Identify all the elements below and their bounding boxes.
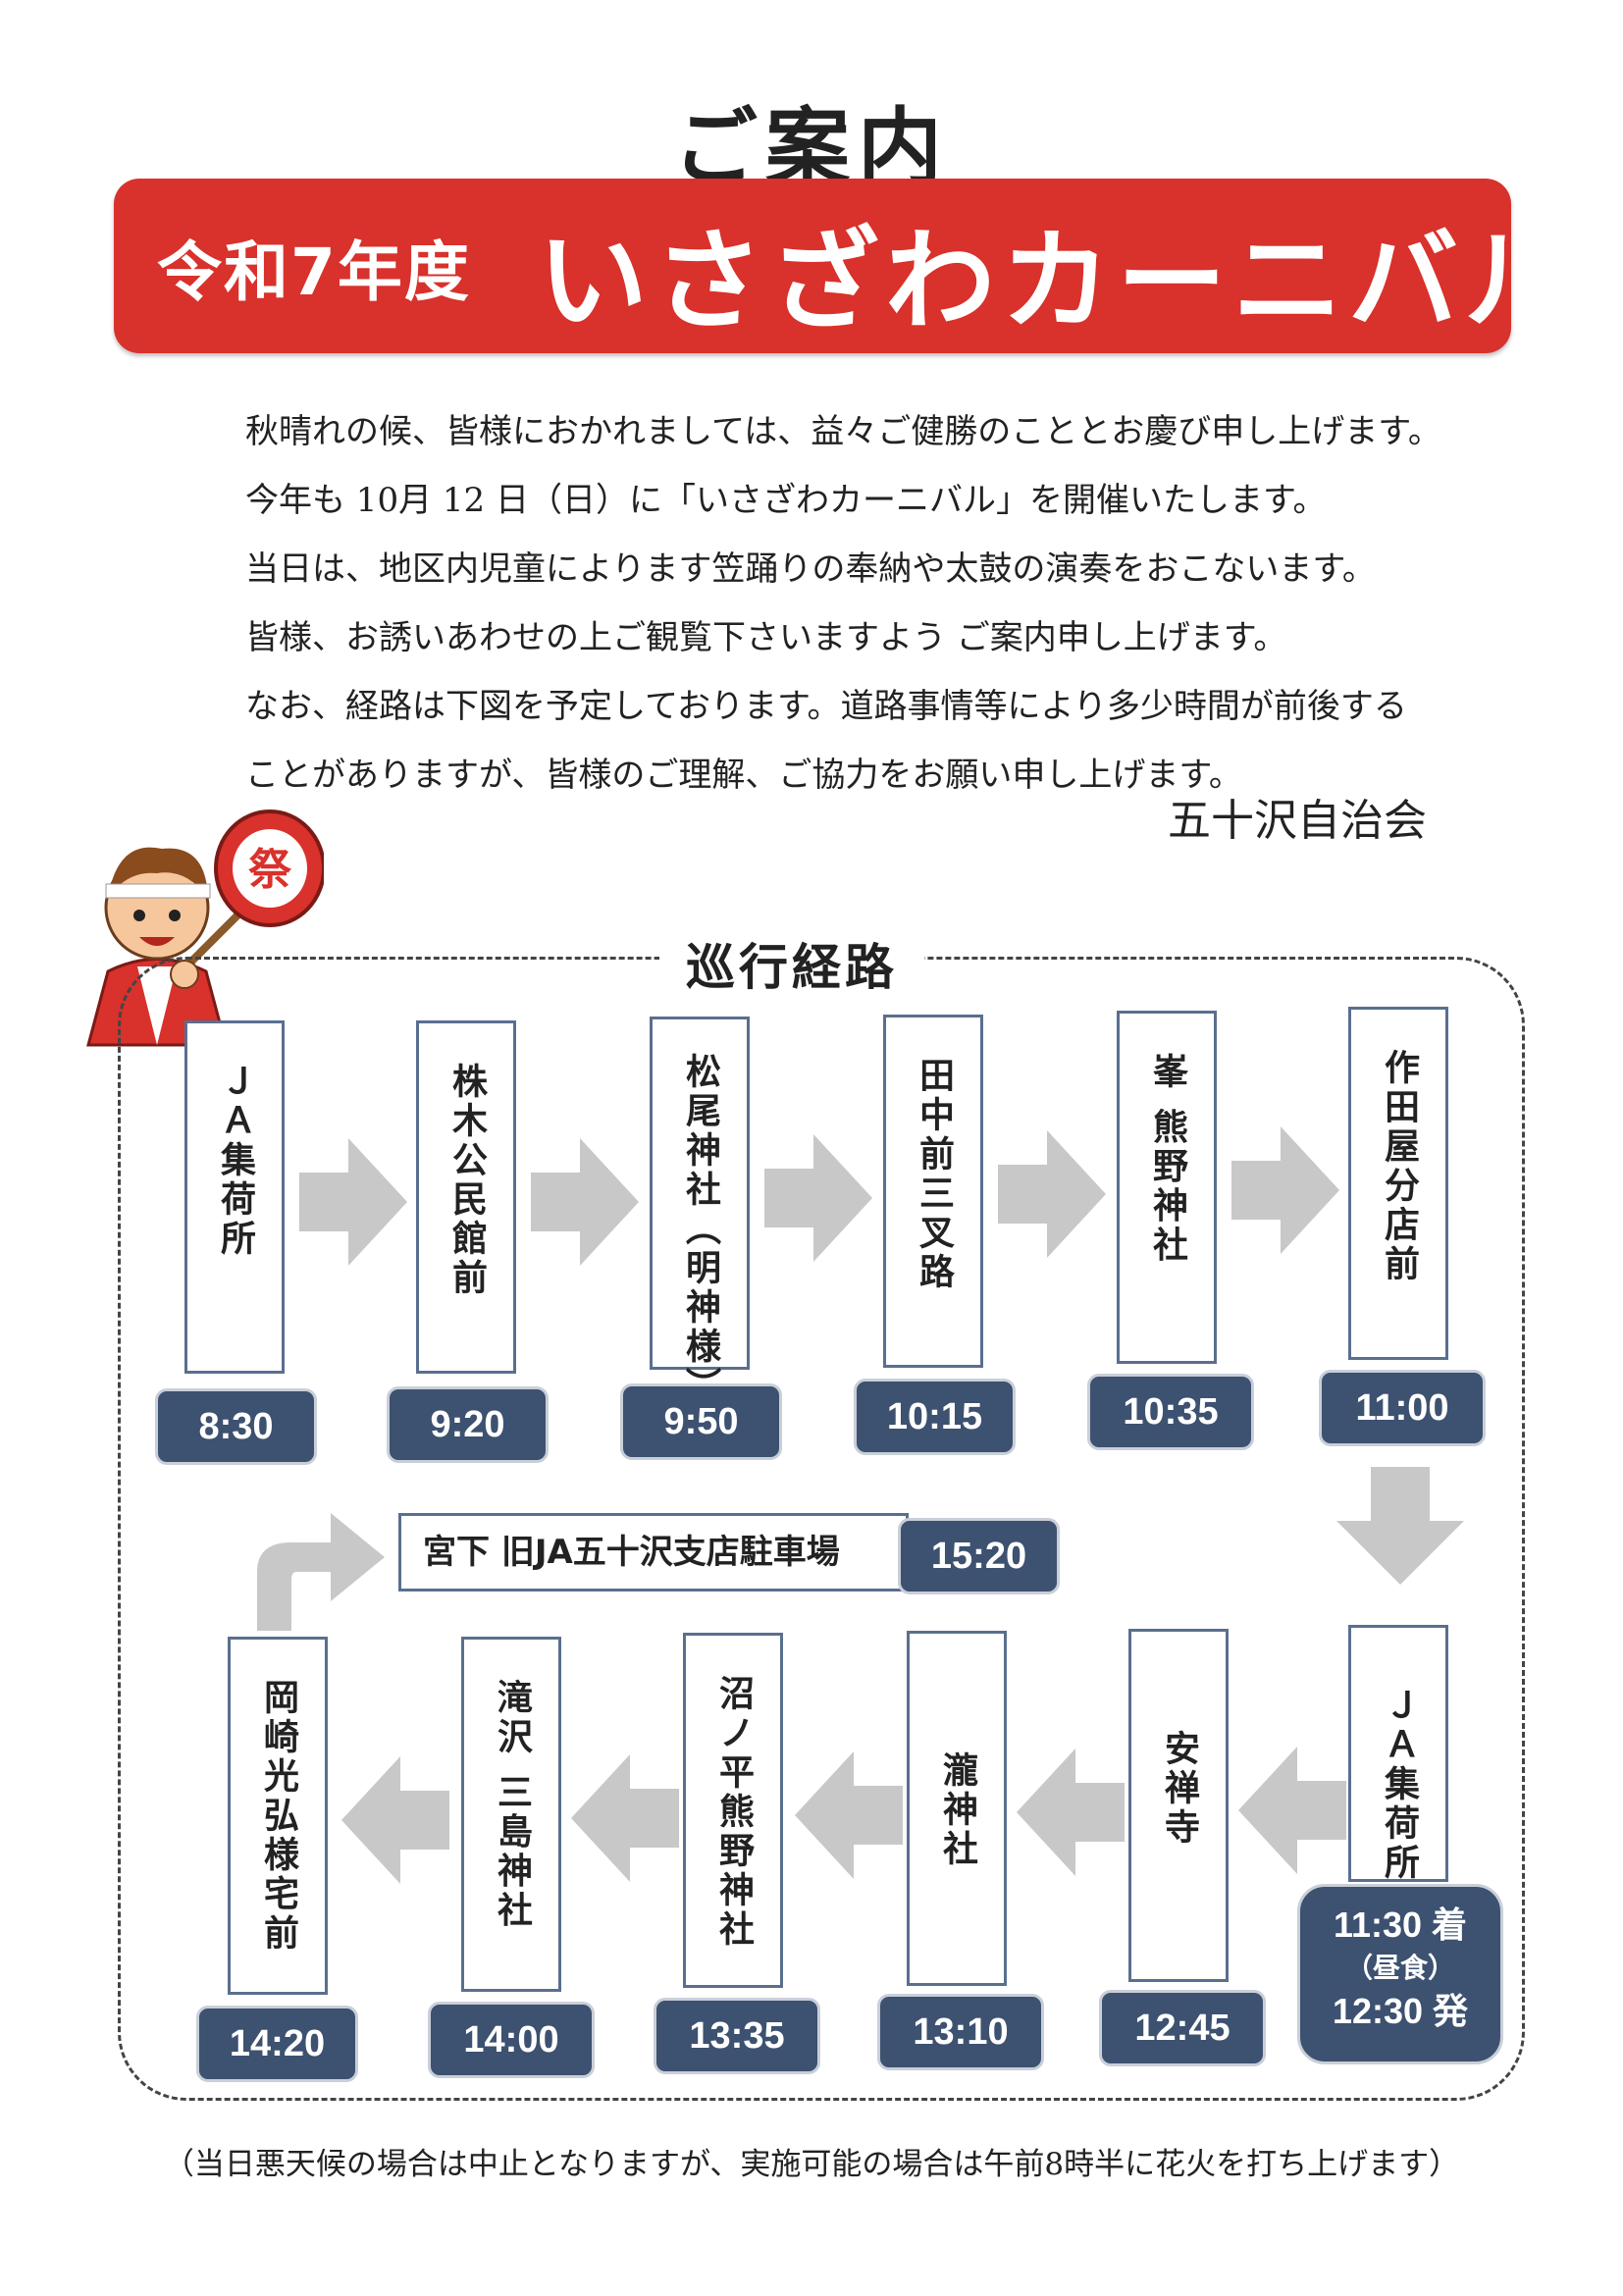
intro-letter: 秋晴れの候、皆様におかれましては、益々ご健勝のこととお慶び申し上げます。 今年も…: [245, 397, 1462, 809]
stop-time: 9:50: [620, 1383, 782, 1460]
arrow-left-icon: [571, 1754, 679, 1882]
route-stop: 田中前三叉路: [883, 1015, 983, 1368]
stop-name: 田中前三叉路: [914, 1057, 954, 1292]
stop-time: 14:20: [196, 2006, 358, 2082]
route-stop: 峯 熊野神社: [1117, 1011, 1217, 1364]
event-banner: [114, 179, 1511, 353]
arrow-left-icon: [341, 1756, 449, 1884]
intro-line: 当日は、地区内児童によります笠踊りの奉納や太鼓の演奏をおこないます。: [245, 549, 1376, 589]
stop-time: 8:30: [155, 1388, 317, 1465]
route-stop: 沼ノ平熊野神社: [683, 1633, 783, 1988]
stop-name: 株木公民館前: [446, 1063, 487, 1298]
stop-time: 10:15: [854, 1379, 1016, 1455]
arrow-down-icon: [1336, 1467, 1464, 1585]
intro-line: 今年も 10月 12 日（日）に「いさざわカーニバル」を開催いたします。: [245, 481, 1327, 520]
destination-name: 宮下 旧JA五十沢支店駐車場: [398, 1513, 909, 1592]
intro-line: なお、経路は下図を予定しております。道路事情等により多少時間が前後する: [245, 687, 1407, 726]
route-stop: ＪＡ集荷所: [184, 1020, 285, 1374]
arrive-time: 11:30 着: [1333, 1905, 1468, 1945]
arrow-right-icon: [998, 1130, 1106, 1258]
stop-name: ＪＡ集荷所: [215, 1063, 255, 1259]
stop-time: 9:20: [387, 1386, 549, 1463]
route-title-background: [659, 922, 924, 991]
stop-name: 滝沢 三島神社: [492, 1679, 532, 1931]
depart-time: 12:30 発: [1332, 1991, 1469, 2031]
intro-line: 秋晴れの候、皆様におかれましては、益々ご健勝のこととお慶び申し上げます。: [245, 412, 1441, 451]
banner-year: 令和7年度: [157, 235, 471, 310]
route-stop: 株木公民館前: [416, 1020, 516, 1374]
stop-time: 11:00: [1319, 1370, 1486, 1446]
stop-name: 岡崎光弘様宅前: [258, 1679, 298, 1954]
stop-name: 松尾神社（明神様）: [680, 1053, 720, 1406]
destination-time: 15:20: [898, 1518, 1060, 1594]
intro-line: ことがありますが、皆様のご理解、ご協力をお願い申し上げます。: [245, 756, 1242, 795]
stop-time: 13:35: [654, 1998, 820, 2074]
route-stop: 岡崎光弘様宅前: [228, 1637, 328, 1995]
stop-name: 作田屋分店前: [1379, 1049, 1419, 1284]
arrow-left-icon: [1238, 1747, 1346, 1874]
arrow-left-icon: [795, 1751, 903, 1879]
route-stop: 松尾神社（明神様）: [650, 1017, 750, 1406]
stop-name: ＪＡ集荷所: [1379, 1687, 1419, 1883]
arrow-right-icon: [299, 1138, 407, 1266]
stop-name: 峯 熊野神社: [1147, 1053, 1187, 1266]
arrow-right-icon: [531, 1138, 639, 1266]
route-stop: 瀧神社: [907, 1631, 1007, 1986]
route-stop: 作田屋分店前: [1348, 1007, 1448, 1360]
banner-event-name: いさざわカーニバル: [538, 218, 1580, 345]
route-stop: 滝沢 三島神社: [461, 1637, 561, 1992]
lunch-stop-times: 11:30 着 （昼食） 12:30 発: [1297, 1884, 1503, 2064]
stop-time: 14:00: [428, 2002, 595, 2078]
intro-line: 皆様、お誘いあわせの上ご観覧下さいますよう ご案内申し上げます。: [245, 618, 1287, 657]
stop-name: 安禅寺: [1159, 1730, 1199, 1848]
stop-time: 12:45: [1099, 1990, 1266, 2066]
stop-time: 13:10: [877, 1994, 1044, 2070]
stop-time: 10:35: [1087, 1374, 1254, 1450]
fan-text: 祭: [248, 845, 292, 895]
stop-name: 瀧神社: [937, 1751, 977, 1869]
rain-notice: （当日悪天候の場合は中止となりますが、実施可能の場合は午前8時半に花火を打ち上げ…: [163, 2147, 1460, 2182]
stop-name: 沼ノ平熊野神社: [713, 1675, 754, 1950]
arrow-curved-icon: [257, 1513, 385, 1631]
arrow-right-icon: [764, 1134, 872, 1262]
lunch-label: （昼食）: [1344, 1953, 1455, 1983]
arrow-left-icon: [1017, 1748, 1125, 1876]
route-stop: ＪＡ集荷所: [1348, 1625, 1448, 1883]
arrow-right-icon: [1231, 1126, 1339, 1254]
route-title: 巡行経路: [686, 939, 898, 996]
sender-name: 五十沢自治会: [1168, 796, 1427, 846]
route-stop: 安禅寺: [1128, 1629, 1229, 1982]
